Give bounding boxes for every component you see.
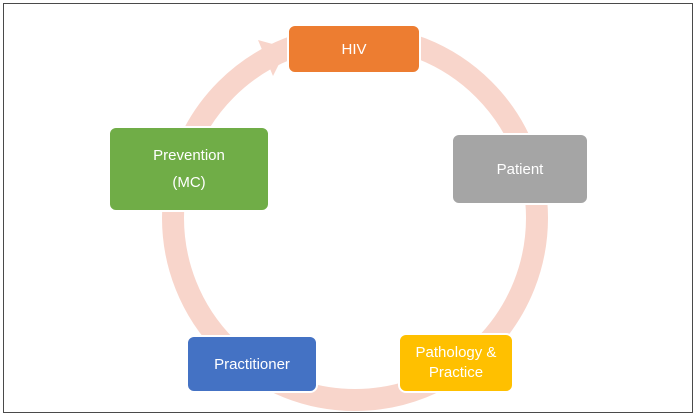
node-practitioner: Practitioner: [186, 335, 318, 393]
node-prevention-label-line1: Prevention: [153, 147, 225, 164]
node-practitioner-label: Practitioner: [214, 355, 290, 373]
node-pathology-label-line1: Pathology &: [415, 344, 497, 361]
node-hiv: HIV: [287, 24, 421, 74]
node-prevention: Prevention (MC): [108, 126, 270, 212]
node-patient: Patient: [451, 133, 589, 205]
node-pathology-practice: Pathology & Practice: [398, 333, 514, 393]
node-patient-label: Patient: [496, 160, 544, 178]
node-prevention-label-line2: (MC): [172, 174, 206, 191]
node-hiv-label: HIV: [341, 40, 367, 58]
cycle-arrowhead: [258, 40, 287, 76]
node-pathology-label-line2: Practice: [428, 364, 484, 381]
